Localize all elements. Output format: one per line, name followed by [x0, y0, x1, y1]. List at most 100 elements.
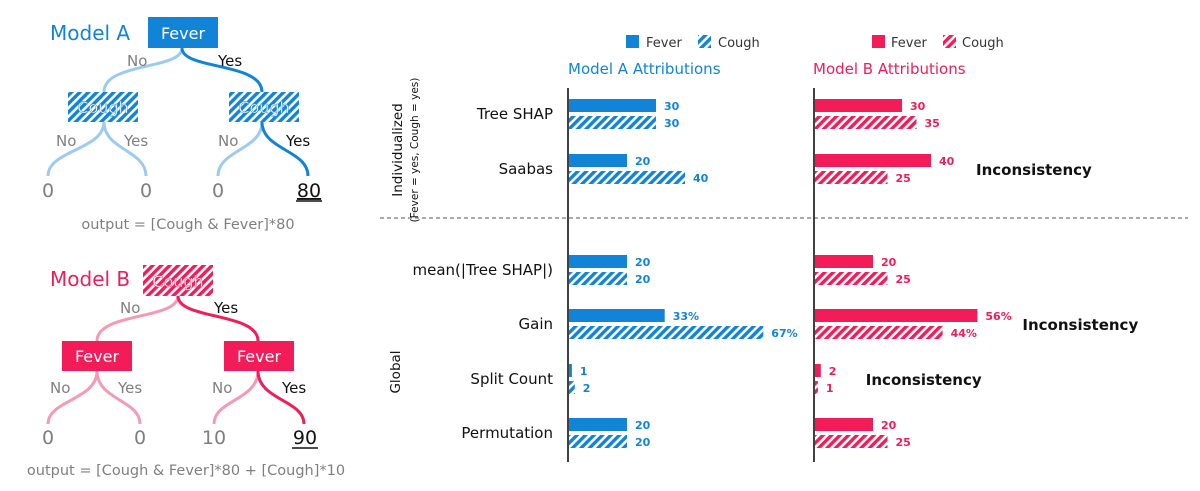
- bar-b-fever-3: [815, 309, 978, 322]
- attribution-chart: Fever Cough Fever Cough Model A Attribut…: [380, 35, 1188, 462]
- bar-b-cough-1: [815, 171, 888, 184]
- group-global-label: Global: [388, 350, 404, 393]
- value-label-a-fever-0: 30: [664, 100, 680, 113]
- bar-a-fever-4: [569, 364, 572, 377]
- value-label-b-cough-2: 25: [896, 273, 911, 286]
- node-a-root-label: Fever: [161, 24, 205, 43]
- leaf-b-3: 10: [202, 427, 226, 449]
- leaf-a-3: 0: [212, 180, 224, 202]
- bar-a-cough-4: [569, 381, 575, 394]
- legend-b-cough-swatch: [943, 35, 956, 48]
- value-label-b-cough-3: 44%: [951, 327, 977, 340]
- edge-b-root-right: [176, 295, 260, 342]
- node-a-root: [148, 17, 218, 48]
- inconsistency-label-3: Inconsistency: [1022, 316, 1138, 334]
- node-b-root-label: Cough: [152, 272, 203, 291]
- edge-a-lr: [102, 121, 148, 177]
- value-label-b-cough-5: 25: [896, 436, 911, 449]
- bar-b-fever-2: [815, 255, 873, 268]
- model-a-output: output = [Cough & Fever]*80: [81, 217, 294, 233]
- value-label-a-cough-3: 67%: [771, 327, 797, 340]
- legend-b-fever-swatch: [872, 35, 885, 48]
- bar-a-fever-2: [569, 255, 627, 268]
- bar-a-cough-3: [569, 326, 764, 339]
- bar-b-cough-0: [815, 116, 917, 129]
- bar-b-fever-5: [815, 418, 873, 431]
- category-label-4: Split Count: [470, 370, 553, 388]
- value-label-a-cough-0: 30: [664, 117, 680, 130]
- bar-a-cough-2: [569, 272, 627, 285]
- model-a-title: Model A: [50, 21, 130, 45]
- node-a-right: [229, 92, 299, 122]
- inconsistency-label-4: Inconsistency: [866, 371, 982, 389]
- value-label-a-fever-3: 33%: [673, 310, 699, 323]
- label-b-root-yes: Yes: [213, 299, 238, 317]
- node-b-right: [224, 341, 294, 371]
- value-label-a-fever-1: 20: [635, 155, 651, 168]
- edge-a-rr: [260, 121, 310, 177]
- legend-a-cough-label: Cough: [718, 36, 760, 51]
- node-a-left-label: Cough: [77, 98, 128, 117]
- leaf-a-1: 0: [42, 180, 54, 202]
- category-label-0: Tree SHAP: [476, 105, 553, 123]
- value-label-b-cough-1: 25: [896, 172, 911, 185]
- value-label-b-fever-4: 2: [829, 365, 837, 378]
- node-a-right-label: Cough: [238, 98, 289, 117]
- value-label-b-fever-3: 56%: [985, 310, 1011, 323]
- category-label-1: Saabas: [499, 160, 554, 178]
- legend-a-fever-label: Fever: [646, 36, 682, 51]
- edge-b-ll: [46, 370, 99, 425]
- edge-a-root-right: [180, 47, 264, 93]
- panel-b-title: Model B Attributions: [813, 60, 966, 78]
- label-a-lr: Yes: [123, 132, 148, 150]
- legend-a-cough-swatch: [698, 35, 711, 48]
- value-label-a-cough-4: 2: [583, 382, 591, 395]
- bar-a-cough-1: [569, 171, 685, 184]
- bar-b-cough-3: [815, 326, 943, 339]
- model-a-tree: Model A Fever Cough Cough No Yes No Yes …: [42, 17, 322, 233]
- label-a-rl: No: [218, 132, 238, 150]
- bar-a-cough-0: [569, 116, 656, 129]
- label-a-ll: No: [56, 132, 76, 150]
- bar-a-fever-1: [569, 154, 627, 167]
- bar-b-fever-1: [815, 154, 931, 167]
- edge-b-root-left: [95, 295, 180, 342]
- value-label-b-fever-5: 20: [881, 419, 897, 432]
- leaf-b-2: 0: [134, 427, 146, 449]
- bar-b-fever-0: [815, 99, 902, 112]
- edge-a-rl: [216, 121, 264, 177]
- node-a-left: [68, 92, 138, 122]
- bar-a-fever-5: [569, 418, 627, 431]
- bar-a-cough-5: [569, 435, 627, 448]
- leaf-a-4: 80: [297, 180, 321, 202]
- leaf-a-2: 0: [140, 180, 152, 202]
- model-b-title: Model B: [50, 267, 130, 291]
- leaf-b-1: 0: [42, 427, 54, 449]
- bar-b-cough-2: [815, 272, 888, 285]
- edge-b-lr: [95, 370, 142, 425]
- label-a-root-no: No: [127, 52, 147, 70]
- legend-b-fever-label: Fever: [891, 36, 927, 51]
- group-individualized-label: Individualized: [390, 103, 406, 196]
- value-label-b-fever-2: 20: [881, 256, 897, 269]
- label-b-rr: Yes: [281, 379, 306, 397]
- bar-a-fever-3: [569, 309, 665, 322]
- inconsistency-label-1: Inconsistency: [976, 161, 1092, 179]
- category-label-3: Gain: [519, 315, 554, 333]
- value-label-a-cough-5: 20: [635, 436, 651, 449]
- group-individualized-sublabel: (Fever = yes, Cough = yes): [409, 78, 421, 223]
- bar-a-fever-0: [569, 99, 656, 112]
- label-a-root-yes: Yes: [217, 52, 242, 70]
- value-label-a-fever-5: 20: [635, 419, 651, 432]
- value-label-a-cough-1: 40: [693, 172, 709, 185]
- value-label-b-cough-0: 35: [925, 117, 940, 130]
- node-b-root: [143, 265, 213, 296]
- panel-a-title: Model A Attributions: [568, 60, 721, 78]
- legend-b-cough-label: Cough: [962, 36, 1004, 51]
- label-b-lr: Yes: [117, 379, 142, 397]
- node-b-left-label: Fever: [75, 347, 119, 366]
- bar-b-cough-5: [815, 435, 888, 448]
